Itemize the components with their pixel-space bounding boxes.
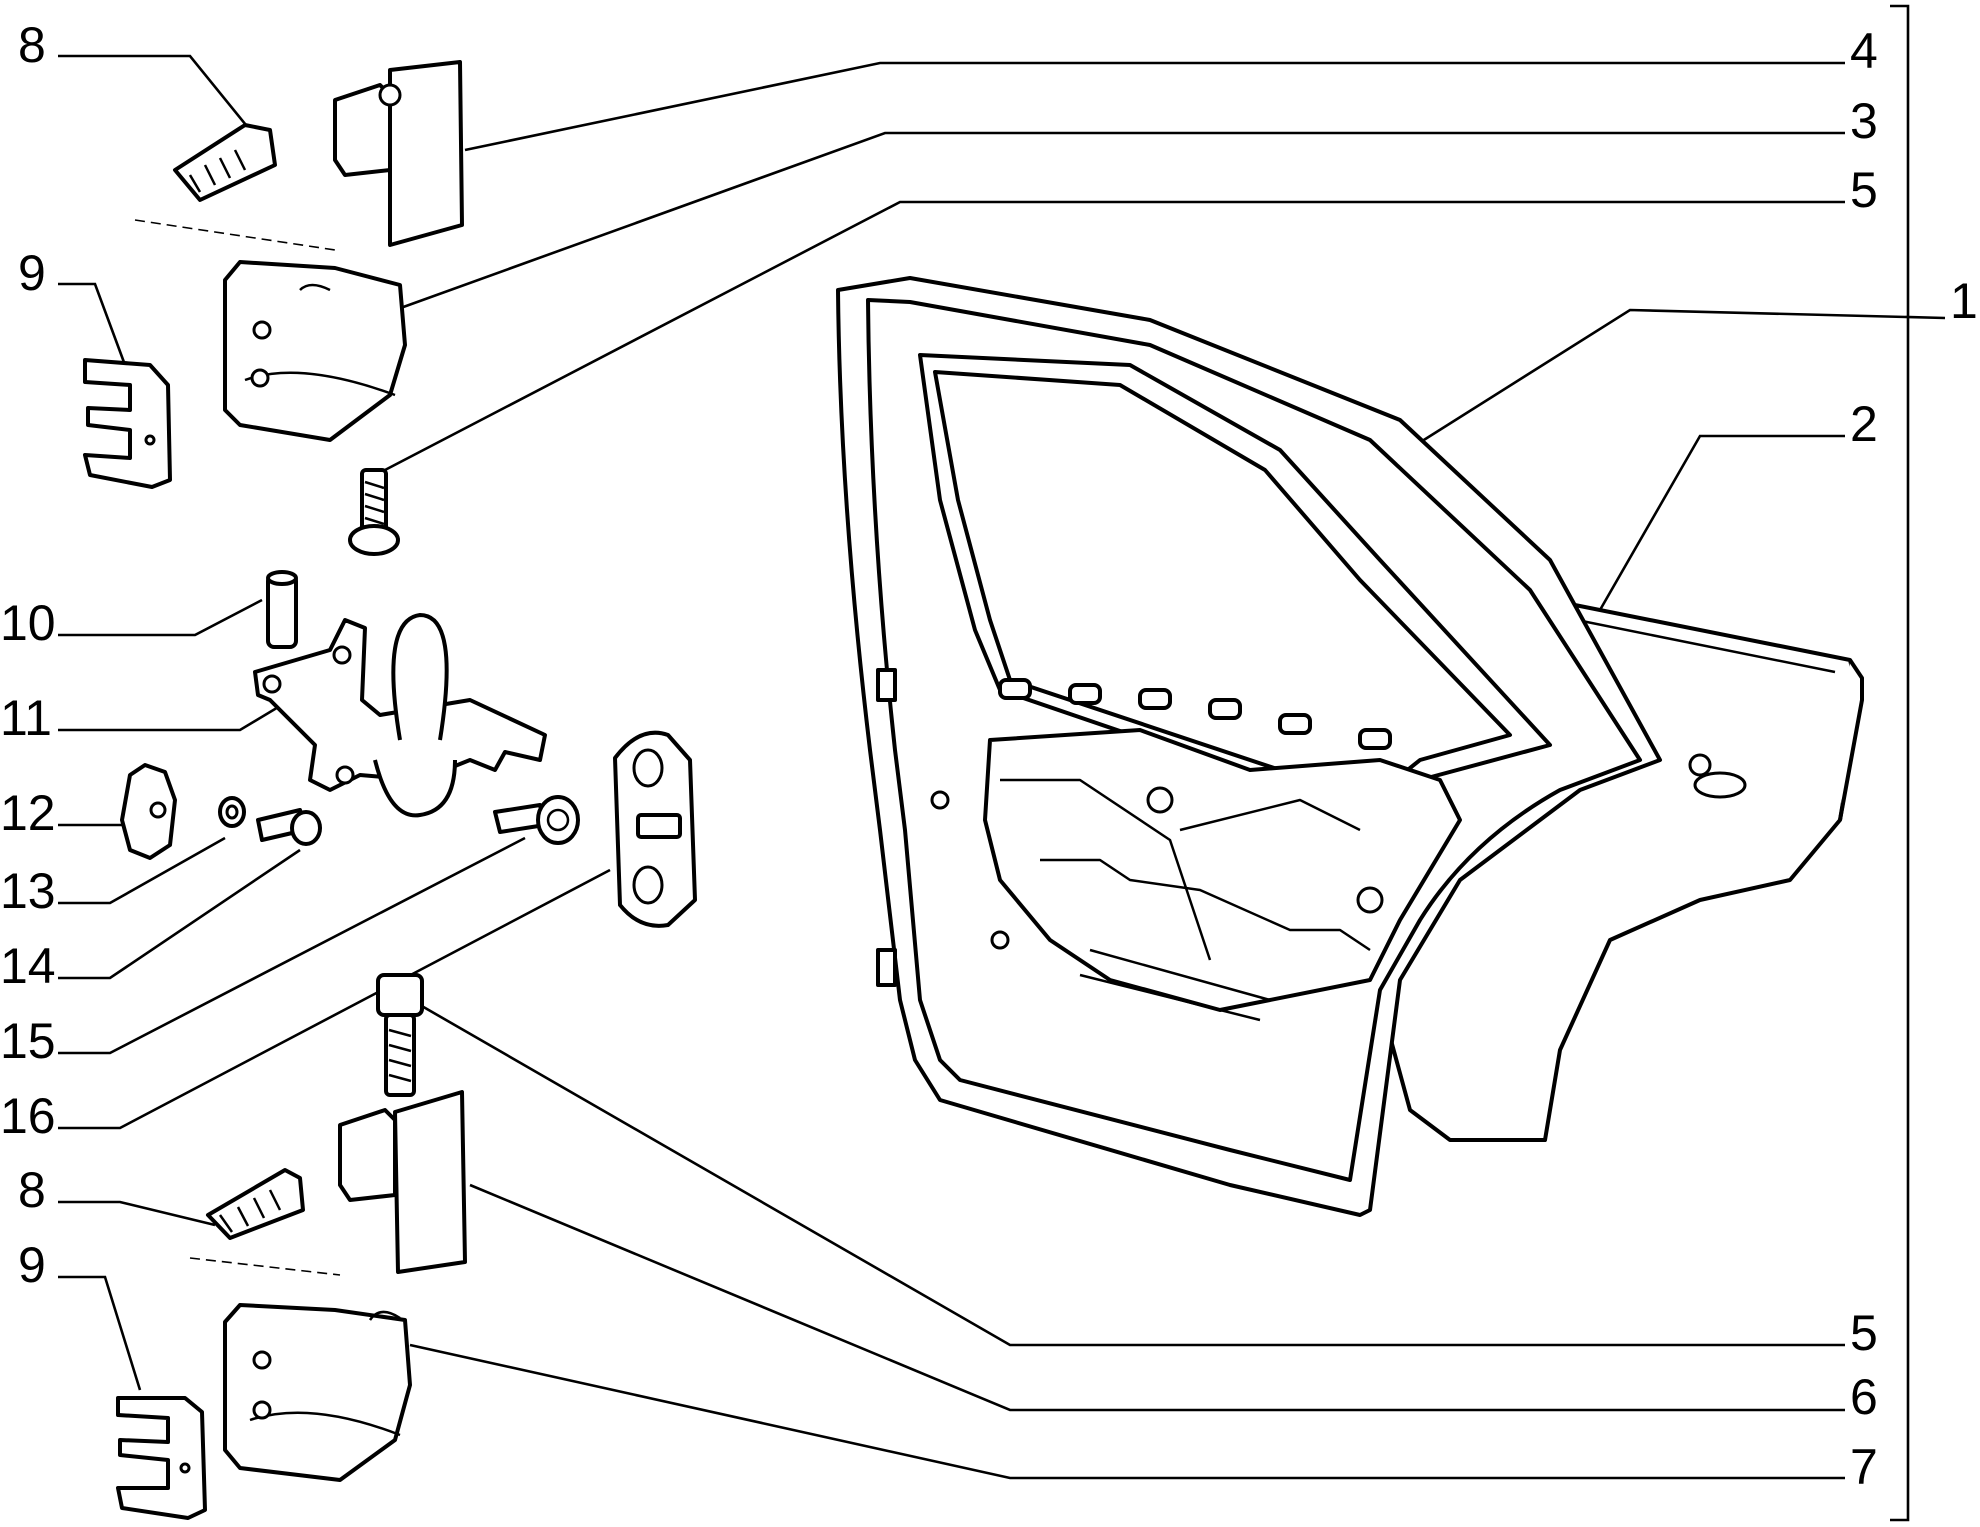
callout-label-9-bottom: 9 xyxy=(18,1237,46,1293)
lower-bolt-8 xyxy=(206,1168,305,1240)
callout-label-9-top: 9 xyxy=(18,245,46,301)
screw-14 xyxy=(256,808,322,846)
screw-15 xyxy=(493,795,580,845)
door-check-11 xyxy=(253,613,547,818)
lower-hinge-body xyxy=(223,1303,412,1482)
upper-shim-9 xyxy=(83,358,172,489)
callout-label-10: 10 xyxy=(0,595,56,651)
inner-door-frame-1 xyxy=(836,276,1747,1217)
callout-label-5-top: 5 xyxy=(1850,162,1878,218)
callout-label-13: 13 xyxy=(0,863,56,919)
callout-label-1: 1 xyxy=(1950,273,1978,329)
callout-label-7: 7 xyxy=(1850,1439,1878,1495)
callout-label-14: 14 xyxy=(0,938,56,994)
lower-alignment-line xyxy=(189,1257,341,1276)
leader-lines xyxy=(58,54,1946,1480)
screw-5-top xyxy=(348,468,400,556)
lower-shim-9 xyxy=(116,1396,207,1520)
screw-5-bottom xyxy=(376,973,424,1097)
callout-label-12: 12 xyxy=(0,785,56,841)
callout-label-3: 3 xyxy=(1850,93,1878,149)
callout-label-15: 15 xyxy=(0,1013,56,1069)
group-bracket xyxy=(1890,4,1910,1522)
callout-label-4: 4 xyxy=(1850,23,1878,79)
callout-label-5-bottom: 5 xyxy=(1850,1305,1878,1361)
upper-hinge-body xyxy=(223,260,407,442)
callout-label-11: 11 xyxy=(0,690,52,746)
callout-label-16: 16 xyxy=(0,1088,56,1144)
callout-label-2: 2 xyxy=(1850,396,1878,452)
callout-label-6: 6 xyxy=(1850,1369,1878,1425)
upper-hinge-plate xyxy=(333,60,464,247)
striker-plate-16 xyxy=(613,730,697,928)
upper-alignment-line xyxy=(134,219,336,251)
callout-label-8-top: 8 xyxy=(18,17,46,73)
lower-hinge-plate xyxy=(338,1090,467,1274)
upper-bolt-8 xyxy=(173,123,277,202)
callout-label-8-bottom: 8 xyxy=(18,1162,46,1218)
bracket-12 xyxy=(120,763,177,860)
pin-10 xyxy=(266,570,298,649)
washer-13 xyxy=(218,796,246,828)
